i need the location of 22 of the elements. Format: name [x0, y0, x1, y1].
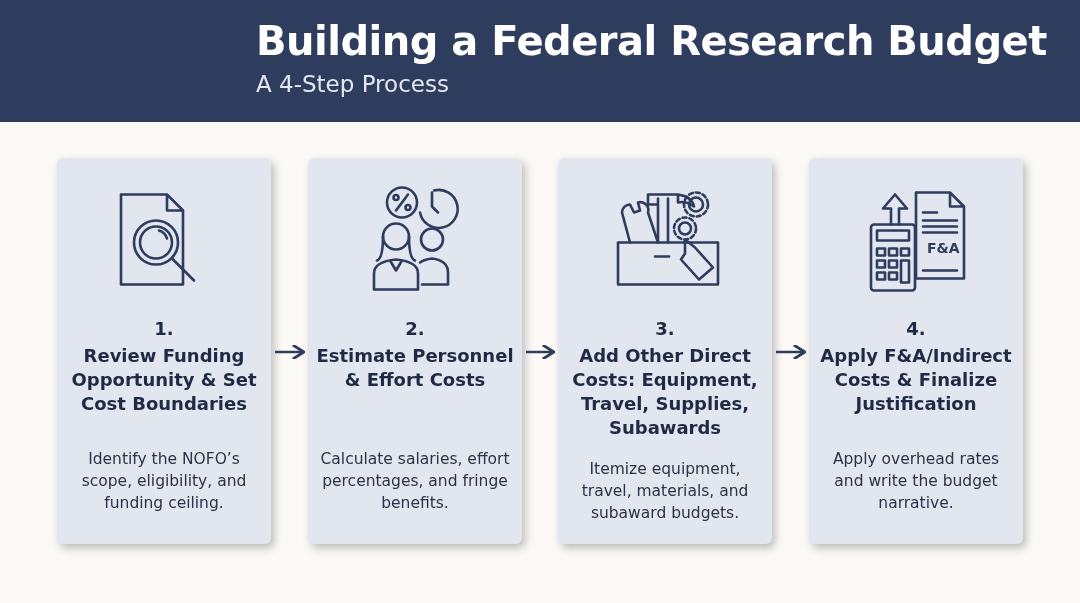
step-heading: Apply F&A/Indirect Costs & Finalize Justification [819, 344, 1013, 416]
step-number: 2. [404, 318, 426, 339]
step-number: 4. [905, 318, 927, 339]
step-card [558, 158, 772, 544]
step-heading: Review Funding Opportunity & Set Cost Boundaries [70, 344, 258, 416]
step-description: Apply overhead rates and write the budget narrative. [831, 449, 1001, 514]
step-heading: Estimate Personnel & Effort Costs [316, 344, 514, 392]
step-card [308, 158, 522, 544]
step-number: 3. [654, 318, 676, 339]
subtitle: A 4-Step Process [256, 71, 449, 97]
step-description: Identify the NOFO’s scope, eligibility, and funding ceiling. [80, 449, 248, 514]
step-heading: Add Other Direct Costs: Equipment, Travel, Supplies, Subawards [571, 344, 759, 440]
arrow [275, 343, 306, 361]
step-card [57, 158, 271, 544]
step-description: Calculate salaries, effort percentages, and fringe benefits. [319, 449, 511, 514]
title: Building a Federal Research Budget [256, 18, 1047, 64]
arrow [776, 343, 807, 361]
step-card [809, 158, 1023, 544]
icon-label: F&A [927, 240, 960, 256]
step-description: Itemize equipment, travel, materials, and subaward budgets. [580, 459, 750, 524]
step-number: 1. [153, 318, 175, 339]
arrow [526, 343, 556, 361]
